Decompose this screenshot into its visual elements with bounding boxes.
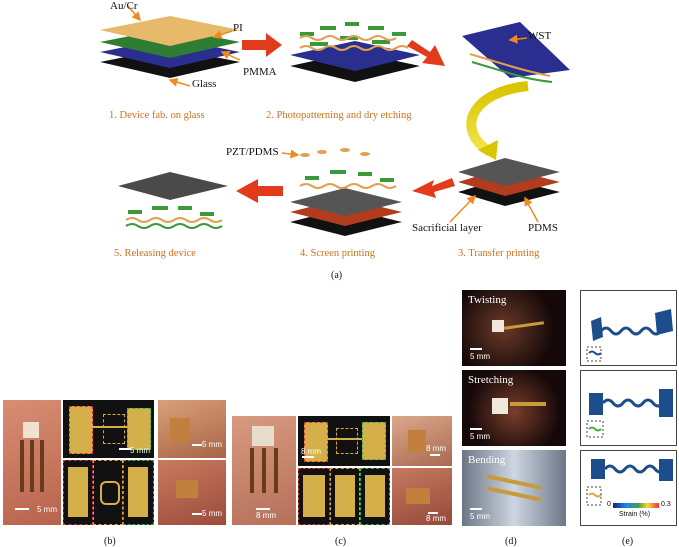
photo-d-bending: Bending 5 mm	[462, 450, 566, 526]
stretching-label: Stretching	[468, 374, 514, 386]
scale-label: 8 mm	[426, 514, 446, 523]
scale-label: 8 mm	[256, 511, 276, 520]
step-3-label: 3. Transfer printing	[458, 248, 540, 259]
scale-label: 8 mm	[426, 444, 446, 453]
scale-label: 5 mm	[37, 505, 57, 514]
label-pi: PI	[233, 22, 243, 34]
process-schematic	[100, 5, 570, 236]
label-pzt-pdms: PZT/PDMS	[226, 146, 279, 158]
caption-a: (a)	[331, 270, 343, 281]
caption-c: (c)	[335, 536, 347, 547]
photo-c-finger-1: 8 mm	[392, 416, 452, 466]
scale-label: 5 mm	[130, 446, 150, 455]
sim-e-bending: 0 0.3 Strain (%)	[580, 450, 677, 526]
step5-stack	[118, 172, 228, 229]
scale-label: 5 mm	[202, 440, 222, 449]
wst-stack	[462, 22, 570, 83]
process-arrow-2	[407, 40, 445, 66]
strain-colorbar	[613, 503, 659, 508]
step-2-label: 2. Photopatterning and dry etching	[266, 110, 412, 121]
caption-e: (e)	[622, 536, 634, 547]
step1-stack	[100, 16, 240, 78]
step-4-label: 4. Screen printing	[300, 248, 375, 259]
photo-b-zoom-orange	[93, 460, 123, 525]
label-wst: WST	[528, 30, 552, 42]
scale-label: 5 mm	[202, 509, 222, 518]
scale-label: 5 mm	[470, 512, 490, 521]
photo-b-finger-1: 5 mm	[158, 400, 226, 458]
caption-d: (d)	[505, 536, 517, 547]
label-au-cr: Au/Cr	[110, 0, 138, 12]
photo-b-zoom-green	[123, 460, 154, 525]
photo-b-device-on-glass: 5 mm	[63, 400, 154, 458]
step-1-label: 1. Device fab. on glass	[109, 110, 205, 121]
photo-c-finger-2: 8 mm	[392, 468, 452, 525]
step3-stack	[458, 158, 560, 206]
process-arrow-3	[412, 178, 455, 198]
photo-b-device-on-hand: 5 mm	[3, 400, 61, 525]
photo-c-zoom-orange	[330, 468, 360, 525]
caption-b: (b)	[104, 536, 116, 547]
scale-label: 5 mm	[470, 352, 490, 361]
photo-c-device-on-glass: 8 mm	[298, 416, 390, 466]
sim-e-stretching	[580, 370, 677, 446]
transfer-arrow	[466, 81, 529, 157]
photo-b-zoom-red	[63, 460, 93, 525]
label-sacrificial-layer: Sacrificial layer	[412, 222, 482, 234]
label-glass: Glass	[192, 78, 217, 90]
label-pmma: PMMA	[243, 66, 277, 78]
strain-min-label: 0	[607, 501, 611, 508]
photo-c-zoom-green	[360, 468, 390, 525]
scale-label: 5 mm	[470, 432, 490, 441]
strain-title: Strain (%)	[619, 511, 651, 518]
twisting-label: Twisting	[468, 294, 507, 306]
photo-d-stretching: Stretching 5 mm	[462, 370, 566, 446]
step-5-label: 5. Releasing device	[114, 248, 196, 259]
photo-c-device-on-skin: 8 mm	[232, 416, 296, 525]
photo-d-twisting: Twisting 5 mm	[462, 290, 566, 366]
photo-c-zoom-red	[298, 468, 330, 525]
process-arrow-1	[242, 33, 282, 57]
strain-max-label: 0.3	[661, 501, 671, 508]
scale-label: 8 mm	[301, 447, 321, 456]
step4-stack	[290, 148, 402, 236]
step2-stack	[290, 22, 420, 82]
label-pdms: PDMS	[528, 222, 558, 234]
sim-e-twisting	[580, 290, 677, 366]
photo-b-finger-2: 5 mm	[158, 460, 226, 525]
process-arrow-4	[236, 179, 283, 203]
bending-label: Bending	[468, 454, 506, 466]
